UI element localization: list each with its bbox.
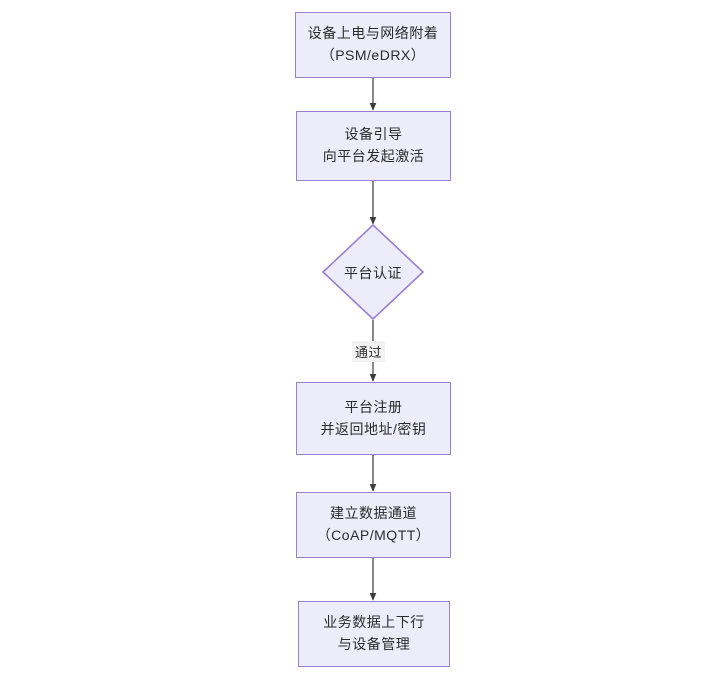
node-device-bootstrap[interactable]: 设备引导 向平台发起激活	[296, 111, 451, 181]
node-label: 设备引导 向平台发起激活	[322, 126, 425, 164]
node-device-power-on[interactable]: 设备上电与网络附着 （PSM/eDRX）	[295, 12, 451, 78]
node-label: 建立数据通道 （CoAP/MQTT）	[316, 505, 431, 543]
node-label: 平台注册 并返回地址/密钥	[320, 398, 427, 437]
node-label: 设备上电与网络附着 （PSM/eDRX）	[307, 25, 439, 63]
node-business-data-and-device-mgmt[interactable]: 业务数据上下行 与设备管理	[298, 601, 450, 667]
node-platform-register[interactable]: 平台注册 并返回地址/密钥	[296, 382, 451, 455]
edge-label-text: 通过	[355, 345, 383, 360]
edge-label-pass: 通过	[352, 341, 386, 362]
node-label: 业务数据上下行 与设备管理	[323, 614, 425, 652]
node-establish-data-channel[interactable]: 建立数据通道 （CoAP/MQTT）	[296, 492, 451, 558]
node-label: 平台认证	[344, 264, 402, 281]
node-platform-auth[interactable]: 平台认证	[323, 225, 423, 320]
